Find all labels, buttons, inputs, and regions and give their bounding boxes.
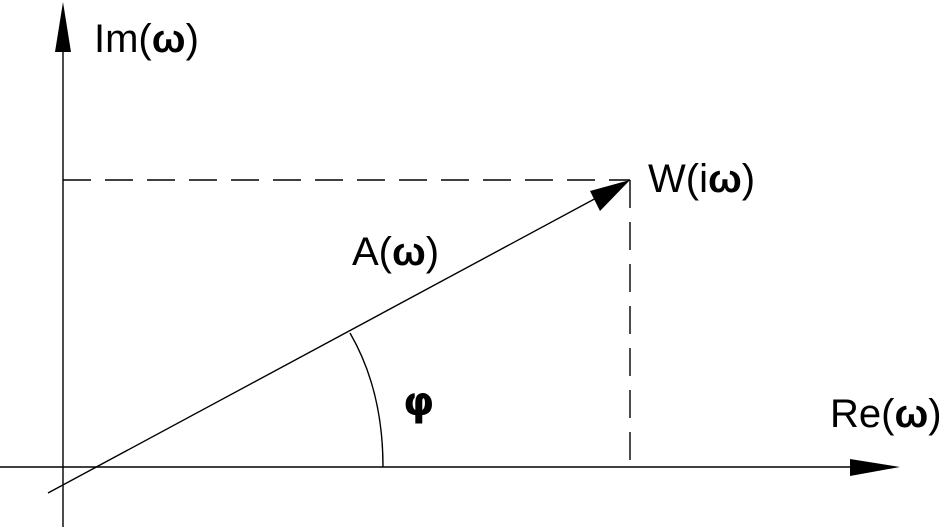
- re-axis-label: Re(ω): [830, 392, 942, 436]
- angle-label: φ: [403, 379, 434, 425]
- magnitude-label: A(ω): [352, 230, 439, 274]
- angle-arc: [349, 332, 384, 468]
- im-axis-arrowhead: [55, 2, 71, 52]
- re-axis-arrowhead: [850, 459, 900, 476]
- vector-line: [47, 195, 601, 494]
- im-axis-label: Im(ω): [94, 17, 199, 61]
- vector-arrowhead: [590, 180, 630, 211]
- vector-tip-label: W(iω): [648, 157, 755, 201]
